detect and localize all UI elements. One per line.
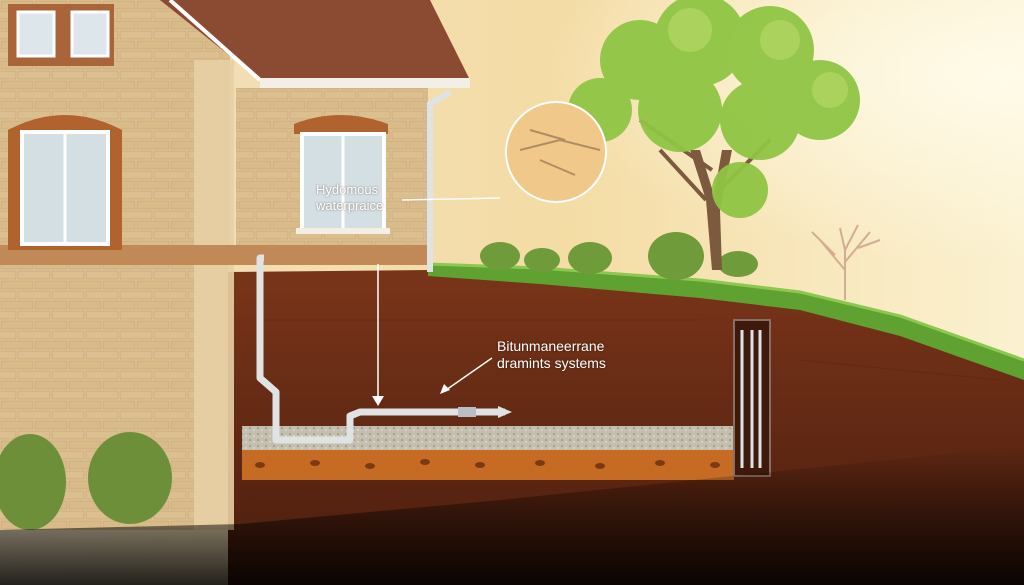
drainage-label-line2: dramints systems	[497, 354, 606, 371]
house-label-line1: Hydomous	[316, 182, 379, 197]
drainage-label: Bitunmaneerrane dramints systems	[497, 338, 606, 372]
ground-shadow	[0, 446, 1024, 585]
drainage-label-line1: Bitunmaneerrane	[497, 338, 605, 354]
magnifier-circle	[505, 101, 607, 203]
bare-tree	[811, 224, 881, 300]
pointer-ground	[445, 357, 493, 391]
drain-pipe	[256, 254, 505, 444]
tree	[568, 0, 860, 270]
membrane-layer	[242, 450, 734, 480]
grass-slope	[428, 264, 1024, 380]
house-label-line2: waterpraice	[316, 197, 384, 213]
shrubs	[480, 232, 758, 280]
pointer-house	[401, 197, 501, 201]
house-label: Hydomous waterpraice	[316, 182, 383, 213]
sump-pipes	[733, 319, 771, 477]
hedges	[0, 432, 172, 530]
